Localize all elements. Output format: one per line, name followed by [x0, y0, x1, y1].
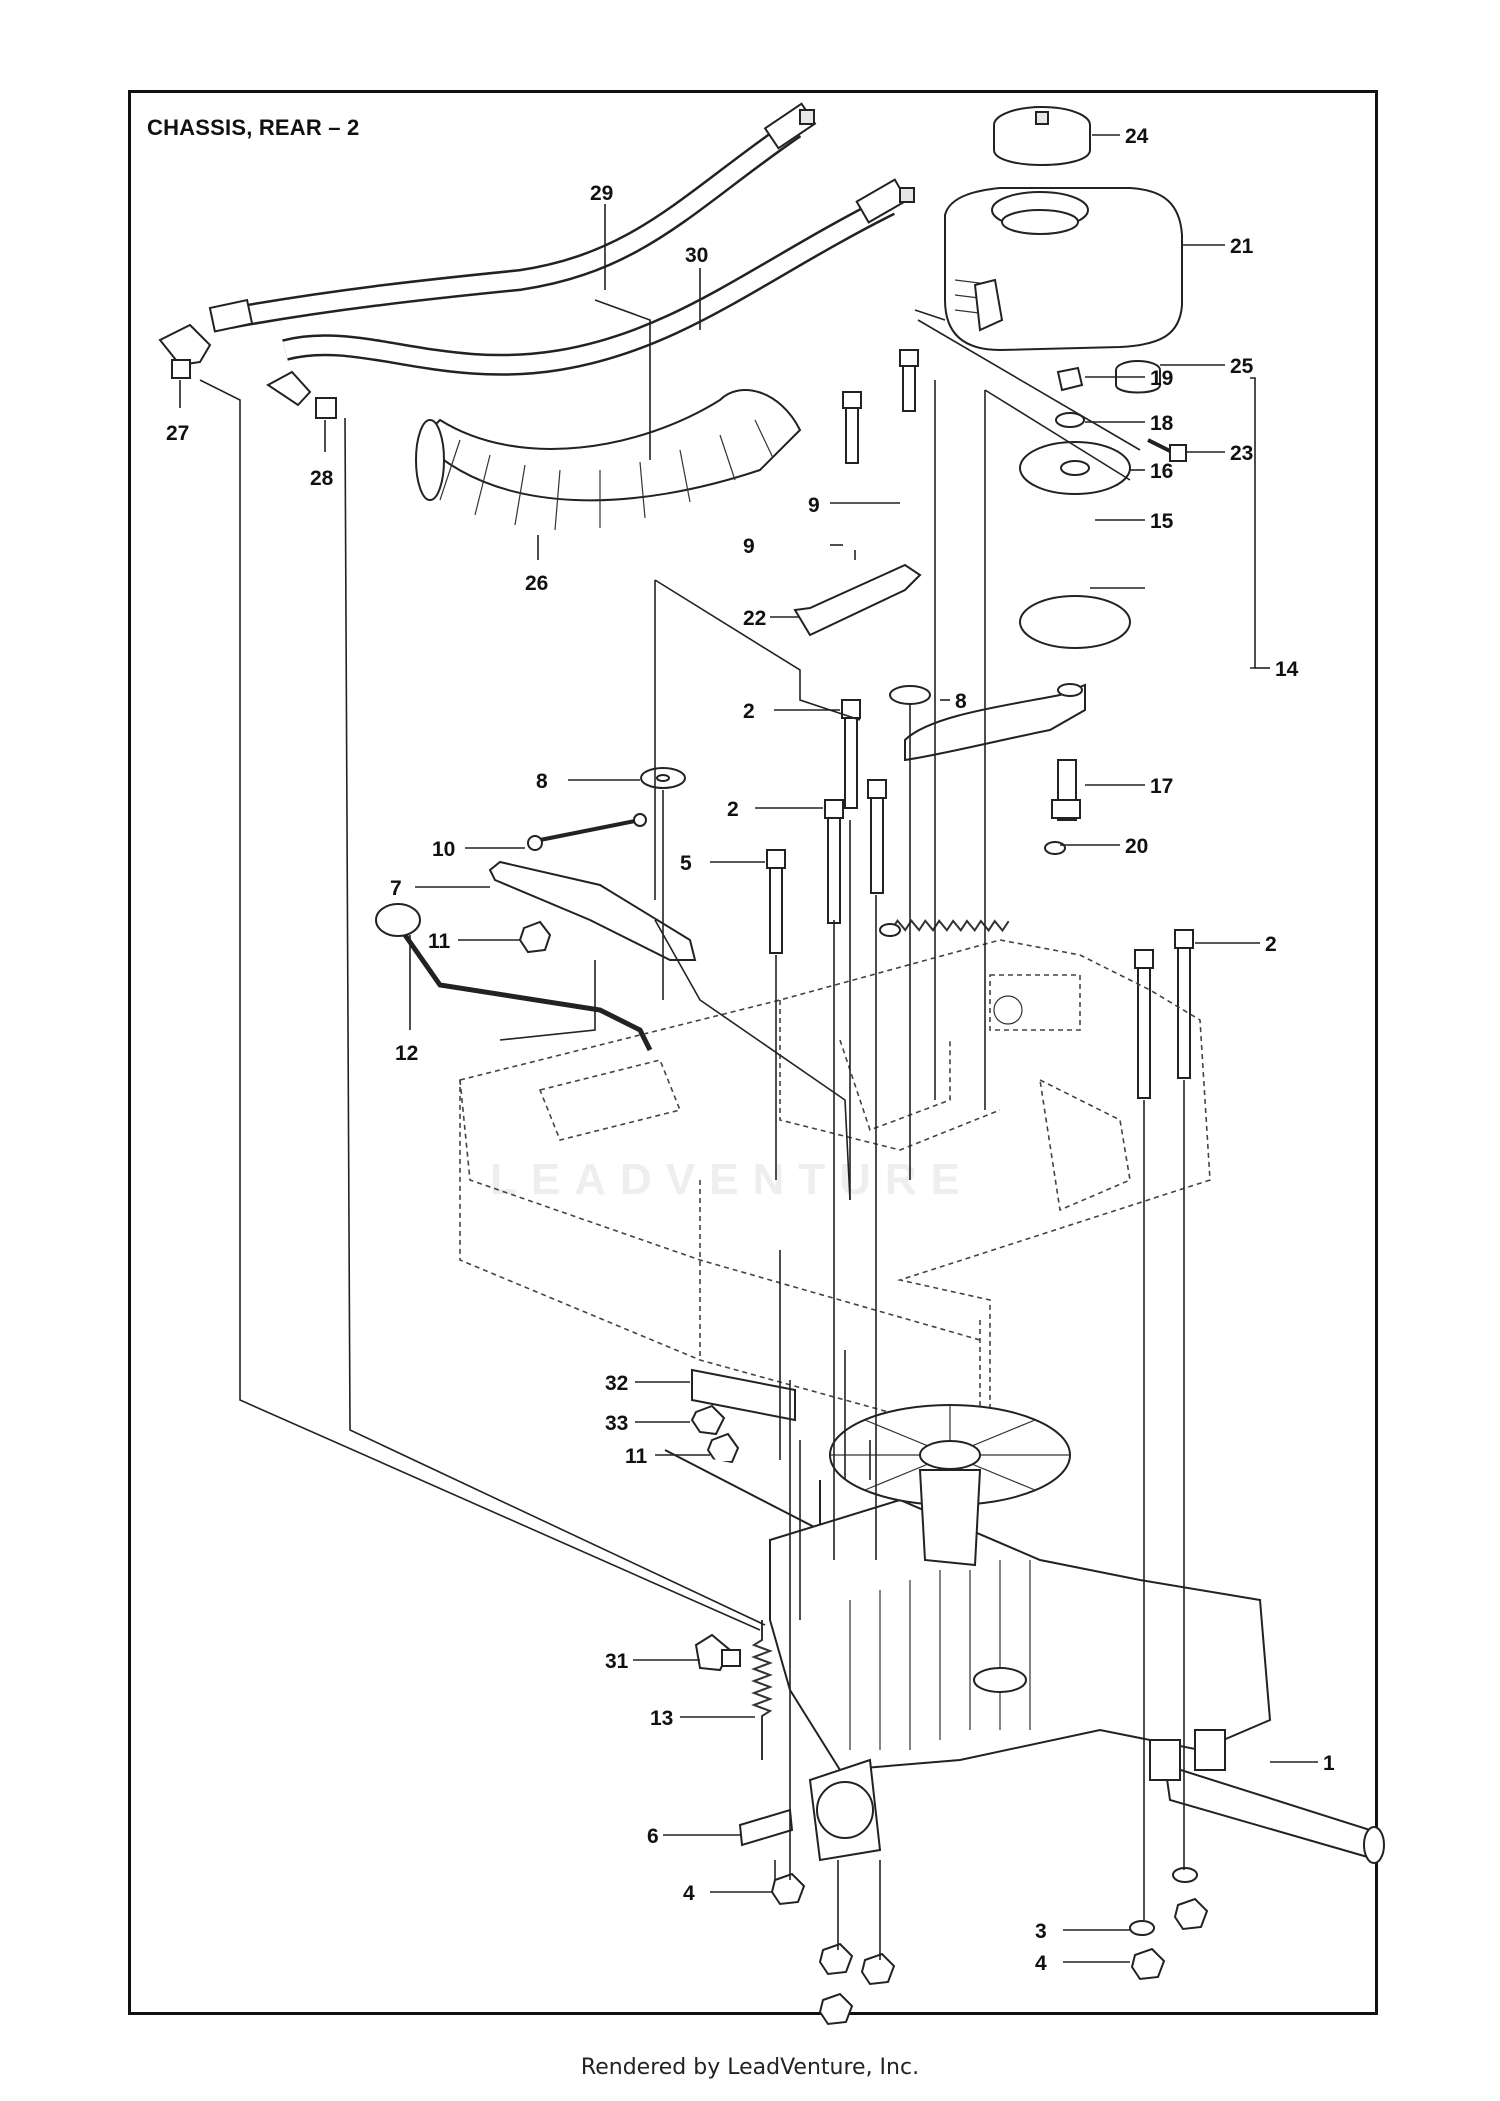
exploded-parts-drawing: 24 21 25 23 29 30 27 28 26 9 9 19 18 16 …: [158, 102, 1385, 2026]
diagram-title: CHASSIS, REAR – 2: [147, 115, 360, 140]
bracket-6[interactable]: [738, 1808, 794, 1847]
nut-4a[interactable]: [770, 1872, 896, 2026]
nut-19[interactable]: [1056, 366, 1084, 392]
callout-2c: 2: [1265, 933, 1277, 956]
callout-25: 25: [1230, 355, 1254, 378]
hose-29[interactable]: [208, 102, 817, 333]
callout-18: 18: [1150, 412, 1174, 435]
diagram-frame: [128, 90, 1378, 2015]
callout-10: 10: [432, 838, 455, 861]
callout-16: 16: [1150, 460, 1173, 483]
callout-2a: 2: [743, 700, 755, 723]
screw-23[interactable]: [1147, 438, 1187, 462]
bolt-2a[interactable]: [841, 699, 861, 809]
bolt-2b[interactable]: [824, 799, 844, 924]
callout-12: 12: [395, 1042, 418, 1065]
callout-7: 7: [390, 877, 402, 900]
footer-credit: Rendered by LeadVenture, Inc.: [580, 2055, 920, 2080]
idler-arm-15[interactable]: [904, 683, 1086, 762]
callout-8a: 8: [955, 690, 967, 713]
callout-21: 21: [1230, 235, 1254, 258]
bolt-17[interactable]: [1051, 759, 1081, 821]
callout-6: 6: [647, 1825, 659, 1848]
callout-11a: 11: [428, 930, 451, 953]
callout-8b: 8: [536, 770, 548, 793]
fitting-31[interactable]: [694, 1633, 741, 1672]
routing-lines: [199, 299, 1185, 1960]
callout-20: 20: [1125, 835, 1148, 858]
washer-18[interactable]: [1055, 412, 1085, 428]
chassis-frame: [459, 939, 1211, 1442]
callout-17: 17: [1150, 775, 1173, 798]
arm-7[interactable]: [488, 860, 697, 961]
cooling-fan[interactable]: [829, 1404, 1071, 1567]
callout-9a: 9: [808, 494, 820, 517]
rod-12[interactable]: [375, 903, 653, 1052]
transaxle-1[interactable]: [664, 1449, 1385, 1864]
spring-20[interactable]: [879, 841, 1066, 978]
callout-3: 3: [1035, 1920, 1047, 1943]
callout-32: 32: [605, 1372, 628, 1395]
elbow-fitting-27[interactable]: [158, 323, 212, 379]
bolt-9a[interactable]: [899, 349, 919, 412]
leader-lines: [179, 134, 1318, 1963]
callout-30: 30: [685, 244, 708, 267]
callout-31: 31: [605, 1650, 629, 1673]
bolt-9b[interactable]: [842, 391, 862, 464]
hose-30[interactable]: [282, 178, 915, 376]
elbow-fitting-28[interactable]: [266, 370, 337, 419]
callout-labels: 24 21 25 23 29 30 27 28 26 9 9 19 18 16 …: [166, 125, 1335, 1975]
bolt-5[interactable]: [766, 849, 786, 954]
callout-24: 24: [1125, 125, 1149, 148]
spiral-wrap-26[interactable]: [415, 389, 802, 531]
nut-11b[interactable]: [706, 1432, 740, 1463]
callout-2b: 2: [727, 798, 739, 821]
callout-28: 28: [310, 467, 334, 490]
callout-27: 27: [166, 422, 189, 445]
callout-9b: 9: [743, 535, 755, 558]
callout-19: 19: [1150, 367, 1173, 390]
reservoir-tank-21[interactable]: [944, 187, 1183, 352]
bolt-2c[interactable]: [1134, 929, 1194, 1099]
rod-10[interactable]: [527, 813, 647, 851]
callout-4a: 4: [683, 1882, 695, 1905]
washer-3[interactable]: [1129, 1867, 1198, 1936]
nut-11a[interactable]: [518, 920, 552, 954]
nut-33[interactable]: [690, 1404, 726, 1436]
callout-22: 22: [743, 607, 766, 630]
bolt-2b-2[interactable]: [867, 779, 887, 894]
callout-26: 26: [525, 572, 548, 595]
spring-13[interactable]: [751, 1620, 773, 1760]
callout-23: 23: [1230, 442, 1253, 465]
watermark: LEADVENTURE: [490, 1155, 975, 1204]
callout-14: 14: [1275, 658, 1299, 681]
callout-15: 15: [1150, 510, 1174, 533]
callout-11b: 11: [625, 1445, 648, 1468]
callout-5: 5: [680, 852, 692, 875]
callout-13: 13: [650, 1707, 673, 1730]
bracket-22[interactable]: [793, 563, 922, 637]
spacer-block-32[interactable]: [691, 1368, 796, 1422]
washer-8b[interactable]: [640, 767, 686, 789]
reservoir-cap-24[interactable]: [993, 106, 1091, 166]
callout-1: 1: [1323, 1752, 1335, 1775]
callout-4b: 4: [1035, 1952, 1047, 1975]
callout-33: 33: [605, 1412, 628, 1435]
hose-clamp-25[interactable]: [1115, 360, 1161, 394]
nut-4b[interactable]: [1130, 1897, 1209, 1981]
washer-8a[interactable]: [889, 685, 931, 705]
idler-pulley-16[interactable]: [1019, 441, 1131, 649]
callout-29: 29: [590, 182, 613, 205]
